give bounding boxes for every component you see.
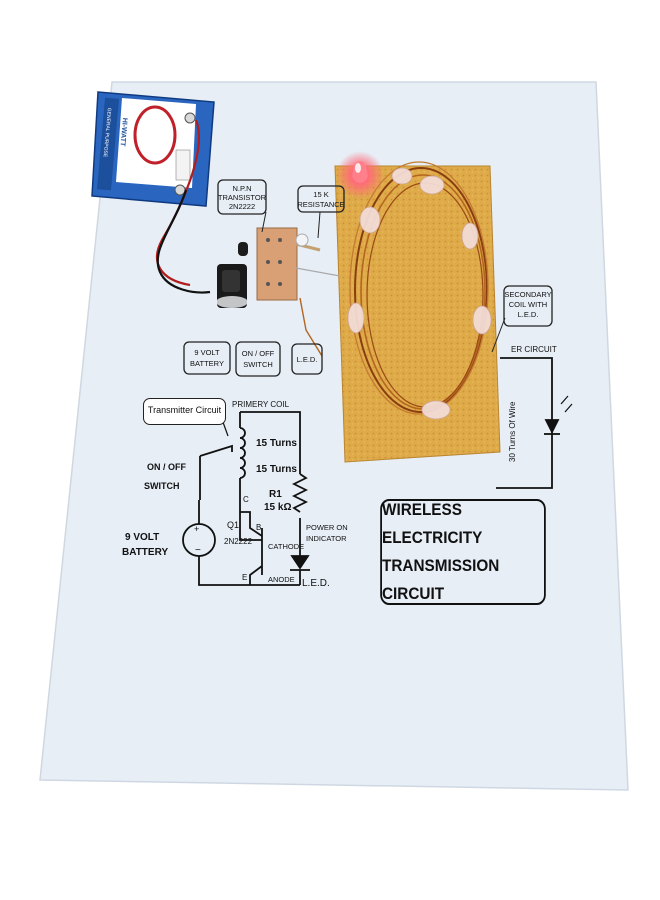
resistance-label-line1: 15 K xyxy=(313,190,328,199)
battery-minus: − xyxy=(195,545,201,556)
schematic-led-label: L.E.D. xyxy=(302,578,330,589)
battery-wires xyxy=(156,119,211,294)
photo-labels xyxy=(183,179,553,377)
schematic-battery-line1: 9 VOLT xyxy=(125,532,159,543)
schematic-switch-line1: ON / OFF xyxy=(147,462,186,472)
transistor-model: 2N2222 xyxy=(224,537,253,546)
title-line2: TRANSMISSION CIRCUIT xyxy=(382,556,500,603)
secondary-coil-label-line2: COIL WITH xyxy=(509,300,547,309)
transistor-label-line3: 2N2222 xyxy=(229,202,255,211)
switch-label-line2: SWITCH xyxy=(243,360,273,369)
primary-coil-label: PRIMERY COIL xyxy=(232,400,290,409)
pin-b: B xyxy=(256,523,261,532)
transmitter-circuit-bubble: Transmitter Circuit xyxy=(143,398,226,425)
receiver-circuit-partial: ER CIRCUIT xyxy=(511,345,557,354)
title-line1: WIRELESS ELECTRICITY xyxy=(382,500,483,547)
resistor-value: 15 kΩ xyxy=(264,502,291,513)
secondary-coil-label-line3: L.E.D. xyxy=(518,310,539,319)
pin-c: C xyxy=(243,495,249,504)
turns-bottom-label: 15 Turns xyxy=(256,464,297,475)
secondary-coil-label-line1: SECONDARY xyxy=(504,290,551,299)
schematic-battery-line2: BATTERY xyxy=(122,547,168,558)
receiver-led xyxy=(336,151,384,199)
transmitter-schematic xyxy=(182,411,310,586)
anode-label: ANODE xyxy=(268,575,295,584)
schematic-switch-line2: SWITCH xyxy=(144,481,180,491)
power-indicator-line2: INDICATOR xyxy=(306,534,347,543)
resistance-label-line2: RESISTANCE xyxy=(297,200,344,209)
switch-label-line1: ON / OFF xyxy=(242,349,275,358)
transistor-label-line2: TRANSISTOR xyxy=(218,193,267,202)
receiver-schematic xyxy=(496,357,573,489)
pin-e: E xyxy=(242,573,247,582)
resistor-name: R1 xyxy=(269,489,282,500)
cathode-label: CATHODE xyxy=(268,542,304,551)
battery-9v xyxy=(91,91,215,207)
transistor-name: Q1 xyxy=(227,520,239,530)
battery-label-line2: BATTERY xyxy=(190,359,224,368)
power-indicator-line1: POWER ON xyxy=(306,523,348,532)
circuit-strip xyxy=(238,227,341,357)
led-label: L.E.D. xyxy=(297,355,318,364)
turns-top-label: 15 Turns xyxy=(256,438,297,449)
switch-component xyxy=(216,264,248,308)
pointer-lines xyxy=(261,211,506,353)
transistor-label-line1: N.P.N xyxy=(232,184,251,193)
glue-blobs xyxy=(347,167,492,420)
battery-plus: + xyxy=(194,524,199,534)
battery-label-line1: 9 VOLT xyxy=(194,348,220,357)
turns-partial-label: 30 Turns Of Wire xyxy=(508,401,517,462)
title-box: WIRELESS ELECTRICITY TRANSMISSION CIRCUI… xyxy=(380,499,546,605)
